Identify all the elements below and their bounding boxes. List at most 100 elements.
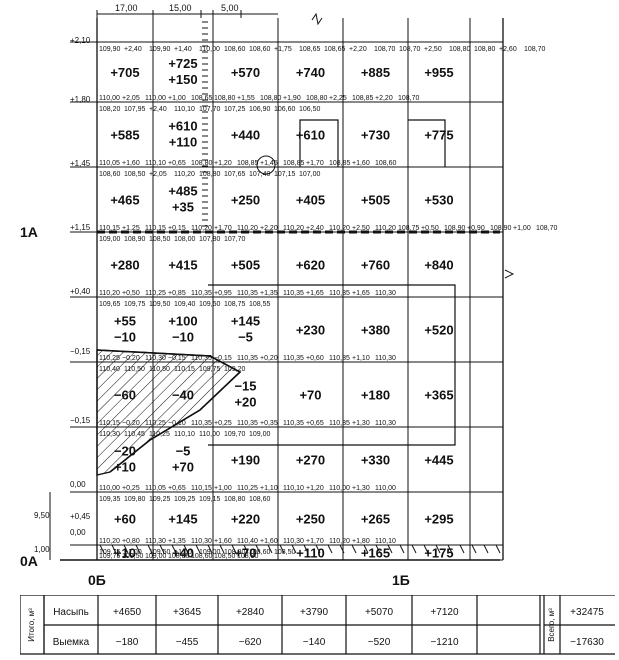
slope-hatch: [183, 544, 189, 554]
cell-volume: +465: [110, 193, 139, 208]
elevation-mark: 108,80: [191, 160, 213, 167]
elevation-mark: 108,65: [324, 46, 346, 53]
cell-volume: +415: [168, 258, 197, 273]
elevation-mark: 110,15: [174, 366, 195, 373]
elevation-mark: +2,40: [124, 46, 142, 53]
cell-volume: +505: [361, 193, 390, 208]
elevation-mark: 110,30: [375, 420, 396, 427]
elevation-mark: 107,95: [124, 106, 146, 113]
slope-hatch: [231, 544, 237, 554]
elevation-mark: −0,10: [168, 420, 186, 427]
slope-hatch: [159, 544, 165, 554]
elevation-mark: 107,15: [274, 171, 296, 178]
elevation-mark: 109,00: [249, 431, 271, 438]
elevation-mark: 110,15: [191, 485, 212, 492]
cell-volume: +175: [424, 546, 453, 561]
slope-hatch: [99, 544, 105, 554]
elevation-mark: +1,55: [237, 95, 255, 102]
elevation-mark: 110,50: [149, 366, 170, 373]
cut-label: Выемка: [53, 637, 90, 648]
cell-volume: +265: [361, 512, 390, 527]
elevation-mark: +0,60: [306, 355, 324, 362]
cell-volume: +165: [361, 546, 390, 561]
elevation-mark: 108,60: [224, 46, 246, 53]
work-outline: [208, 284, 456, 446]
elevation-mark: 108,20: [99, 106, 121, 113]
slope-hatch: [471, 544, 477, 554]
slope-hatch: [315, 544, 321, 554]
elevation-mark: +2,05: [122, 95, 140, 102]
elevation-mark: 108,60: [249, 46, 271, 53]
elevation-mark: +1,00: [214, 485, 232, 492]
elevation-mark: +1,60: [122, 160, 140, 167]
elevation-mark: 106,50: [299, 106, 321, 113]
elevation-mark: 110,10: [375, 538, 396, 545]
cell-volume: +145: [168, 512, 197, 527]
elevation-mark: 108,80: [199, 171, 221, 178]
elevation-mark: +1,75: [274, 46, 292, 53]
slope-hatch: [363, 544, 369, 554]
dimension-label: 15,00: [169, 3, 192, 13]
elevation-mark: 107,65: [224, 171, 246, 178]
cell-volume: +380: [361, 323, 390, 338]
fill-value: +3790: [300, 607, 329, 618]
cell-volume: +445: [424, 453, 453, 468]
elevation-mark: +1,60: [214, 538, 232, 545]
elevation-mark: 110,00: [199, 431, 220, 438]
elevation-mark: 109,50: [199, 301, 221, 308]
cell-volume: +190: [231, 453, 260, 468]
axis-label-0A: 0А: [20, 553, 38, 569]
cell-volume: +840: [424, 258, 453, 273]
elevation-mark: 110,35: [237, 290, 258, 297]
elevation-mark: 108,75: [224, 301, 246, 308]
elevation-mark: +2,05: [149, 171, 167, 178]
cut-value: −1210: [430, 637, 459, 648]
elevation-mark: 109,50: [149, 549, 171, 556]
elevation-mark: 109,15: [199, 496, 221, 503]
cell-volume: +740: [296, 65, 325, 80]
slope-hatch: [255, 544, 261, 554]
elevation-mark: 109,80: [124, 496, 146, 503]
slope-hatch: [111, 544, 117, 554]
slope-hatch: [339, 544, 345, 554]
elevation-mark: 110,35: [329, 290, 350, 297]
slope-hatch: [447, 544, 453, 554]
cell-volume: +620: [296, 258, 325, 273]
elevation-mark: 108,65: [299, 46, 321, 53]
cell-volume: +60: [114, 512, 136, 527]
elevation-mark: 106,60: [274, 106, 296, 113]
elevation-mark: 110,00: [99, 485, 120, 492]
elevation-mark: 110,30: [375, 355, 396, 362]
cell-volume: +610: [168, 119, 197, 134]
elevation-mark: +1,20: [214, 160, 232, 167]
elevation-mark: 109,25: [174, 496, 196, 503]
elevation-mark: 108,70: [536, 225, 558, 232]
cell-volume: +110: [296, 546, 325, 561]
work-outline: [299, 119, 339, 167]
slope-hatch: [291, 544, 297, 554]
cell-volume: +485: [168, 184, 197, 199]
table-total-header: Всего, м³: [547, 608, 556, 642]
elevation-mark: +1,70: [306, 538, 324, 545]
slope-hatch: [375, 544, 381, 554]
cell-volume: +220: [231, 512, 260, 527]
elevation-mark: 108,80: [168, 553, 190, 560]
elevation-mark: +1,60: [260, 538, 278, 545]
fill-value: +5070: [365, 607, 394, 618]
elevation-mark: +1,40: [174, 46, 192, 53]
cell-volume: +520: [424, 323, 453, 338]
cell-volume: +100: [168, 314, 197, 329]
elevation-mark: 107,70: [199, 106, 221, 113]
elevation-mark: +2,25: [329, 95, 347, 102]
elevation-mark: 108,50: [149, 236, 171, 243]
elevation-mark: +0,85: [168, 290, 186, 297]
cell-volume: +530: [424, 193, 453, 208]
elevation-mark: 109,75: [99, 549, 121, 556]
elevation-mark: 110,25: [149, 431, 170, 438]
cell-volume: −5: [238, 330, 253, 345]
side-dimension: 1,00: [34, 545, 50, 554]
elevation-mark: 110,00: [375, 485, 396, 492]
cell-volume: +760: [361, 258, 390, 273]
elevation-mark: 108,80: [260, 95, 282, 102]
